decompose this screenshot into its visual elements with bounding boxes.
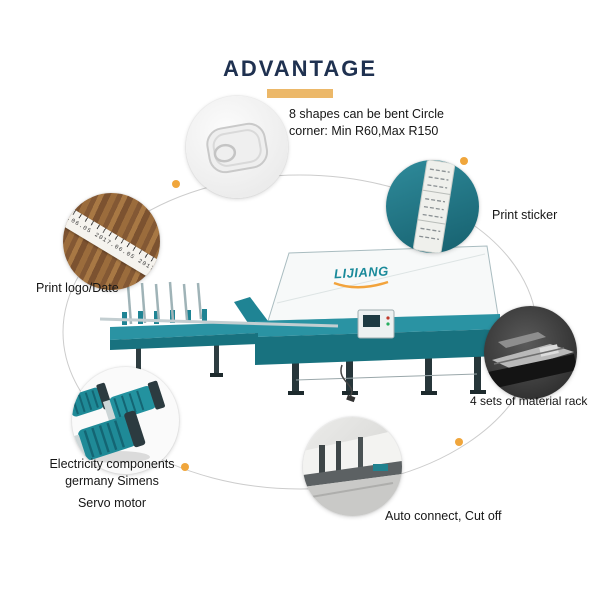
title-accent-bar [267, 89, 333, 98]
print-sticker-image [386, 160, 479, 253]
auto-connect-image [303, 417, 402, 516]
label-bent-line2: corner: Min R60,Max R150 [289, 124, 439, 138]
sticker-drawing [413, 160, 456, 253]
date-tape: 2017.06.05 2017.06.05 2017.06.05 [63, 198, 160, 289]
ellipse-accent-dots [172, 157, 468, 471]
label-material-rack: 4 sets of material rack [470, 394, 588, 408]
label-electric-line2: germany Simens [65, 474, 159, 488]
brand-swoosh [333, 280, 389, 289]
machine-brand: LIJIANG [334, 264, 390, 282]
label-electric-line1: Electricity components [49, 457, 175, 471]
page-title: ADVANTAGE [222, 56, 378, 81]
label-bent-line1: 8 shapes can be bent Circle [289, 107, 444, 121]
material-rack-image [484, 306, 577, 399]
label-auto-connect: Auto connect, Cut off [385, 509, 502, 523]
wood-print-date-image: 2017.06.05 2017.06.05 2017.06.05 [63, 193, 160, 290]
machine-illustration: LIJIANG [99, 245, 500, 403]
label-print-sticker: Print sticker [492, 208, 558, 222]
control-pendant [357, 309, 395, 339]
label-bent-shapes: 8 shapes can be bent Circle corner: Min … [289, 106, 444, 140]
label-electricity-components: Electricity components germany Simens Se… [32, 456, 192, 512]
connect-drawing [303, 429, 402, 516]
servo-motors-image [72, 367, 179, 474]
label-electric-line3: Servo motor [77, 496, 147, 510]
spacer-profiles [126, 281, 203, 325]
label-print-logo-date: Print logo/Date [36, 281, 119, 295]
bent-profile-drawing [206, 122, 269, 174]
rack-drawing [488, 332, 577, 388]
header: ADVANTAGE [0, 56, 600, 98]
bent-profile-image [186, 96, 288, 198]
